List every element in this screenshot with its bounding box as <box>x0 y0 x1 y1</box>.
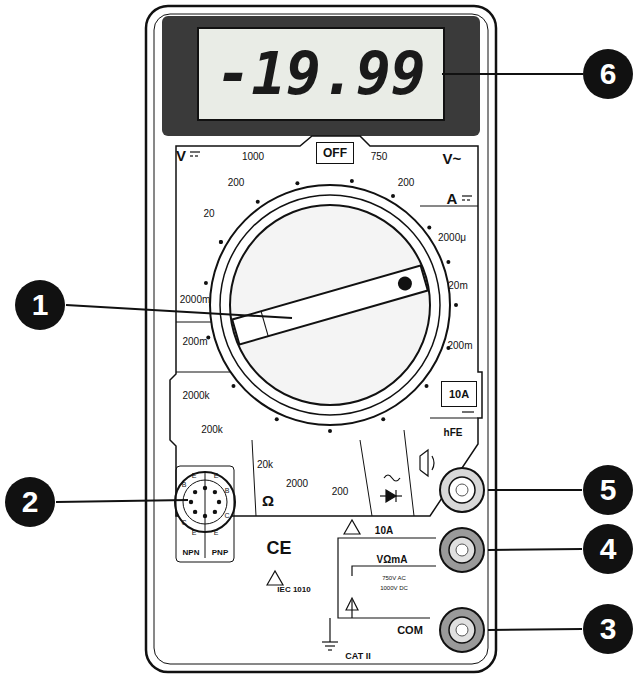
input-jack <box>440 608 484 652</box>
range-label: hFE <box>444 428 463 438</box>
housing-inner <box>154 14 488 664</box>
housing <box>146 6 496 672</box>
range-label: 200m <box>182 337 207 347</box>
callout-text: 3 <box>600 614 617 644</box>
diode-symbol <box>380 475 402 502</box>
display-bezel <box>162 16 480 136</box>
leader-line <box>56 305 582 630</box>
terminal-label: COM <box>397 625 423 636</box>
range-label: 20k <box>257 460 273 470</box>
callout-text: 5 <box>600 475 617 505</box>
range-label: 750 <box>371 152 388 162</box>
range-label: 2000k <box>182 391 209 401</box>
category-label: CAT II <box>345 652 370 661</box>
pin-label: E <box>192 529 197 536</box>
range-label: V~ <box>443 151 462 166</box>
callout-text: 4 <box>600 534 617 564</box>
range-label: 200 <box>398 178 415 188</box>
range-label: 200 <box>228 178 245 188</box>
range-label: 200 <box>332 487 349 497</box>
terminal-rating: 750V AC <box>382 575 406 581</box>
range-divider <box>252 440 256 516</box>
range-label: 200k <box>201 425 223 435</box>
range-text: OFF <box>323 147 347 159</box>
range-label: 2000 <box>286 479 308 489</box>
range-label: A <box>447 191 458 206</box>
dial-pointer <box>232 265 428 344</box>
range-label: Ω <box>262 493 274 508</box>
range-box: 10A <box>441 381 477 407</box>
socket-frame <box>176 466 234 562</box>
display-digits: -19.99 <box>216 45 426 103</box>
pin-label: C <box>181 519 186 526</box>
socket-divider <box>205 472 206 558</box>
range-label: 20m <box>448 281 467 291</box>
input-jack <box>440 468 484 512</box>
range-divider <box>430 418 478 419</box>
range-divider <box>360 440 372 516</box>
scale-panel <box>170 136 482 516</box>
range-divider <box>176 372 232 373</box>
callout-number: 2 <box>5 477 55 527</box>
range-divider <box>420 206 478 207</box>
callout-number: 1 <box>15 280 65 330</box>
input-jack <box>440 528 484 572</box>
range-label: V <box>176 148 186 163</box>
callout-number: 4 <box>583 524 633 574</box>
socket-label: NPN <box>183 549 200 557</box>
pin-label: B <box>182 481 187 488</box>
dial-knob <box>230 205 430 405</box>
callout-text: 6 <box>600 59 617 89</box>
mark-label: IEC 1010 <box>277 586 310 594</box>
terminal-rating: 1000V DC <box>380 585 408 591</box>
terminal-marking <box>267 520 436 650</box>
callout-number: 5 <box>583 465 633 515</box>
dial-ring <box>210 185 450 425</box>
range-label: 200m <box>447 341 472 351</box>
buzzer-symbol <box>420 450 434 476</box>
range-label: 2000μ <box>438 233 466 243</box>
terminal-label: VΩmA <box>377 555 408 565</box>
lcd-reading: -19.99 <box>200 30 442 118</box>
dial-detent-dots <box>204 179 458 433</box>
terminal-label: 10A <box>375 526 393 536</box>
range-box: OFF <box>316 142 354 164</box>
range-divider <box>176 322 215 323</box>
range-label: 20 <box>203 209 214 219</box>
range-text: 10A <box>449 389 469 400</box>
pin-label: E <box>192 472 197 479</box>
range-label: 1000 <box>242 152 264 162</box>
dial-ring <box>220 195 440 415</box>
callout-number: 3 <box>583 604 633 654</box>
callout-number: 6 <box>583 49 633 99</box>
range-divider <box>404 430 414 516</box>
pin-label: B <box>225 487 230 494</box>
socket-label: PNP <box>212 549 228 557</box>
mark-label: CE <box>266 539 291 557</box>
pin-label: C <box>224 512 229 519</box>
pin-label: E <box>214 472 219 479</box>
range-label: 2000m <box>180 295 211 305</box>
callout-text: 1 <box>32 290 49 320</box>
leader-line <box>442 73 583 75</box>
pin-label: E <box>214 529 219 536</box>
callout-text: 2 <box>22 487 39 517</box>
lcd-window <box>198 28 444 120</box>
